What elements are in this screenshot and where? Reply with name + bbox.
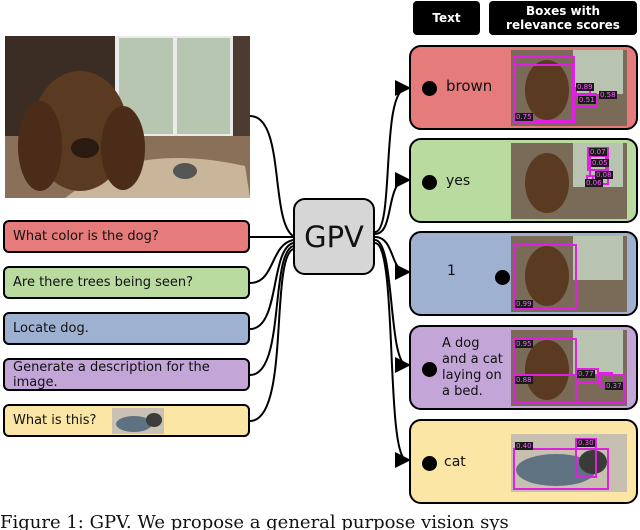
arrow-gpv-to-out3 bbox=[374, 236, 411, 280]
arrow-prompt2-to-gpv bbox=[249, 239, 294, 284]
arrow-gpv-to-out1 bbox=[374, 80, 411, 233]
relevance-score: 0.05 bbox=[591, 159, 609, 167]
prompt-color-question: What color is the dog? bbox=[3, 220, 250, 253]
prompt-text: Generate a description for the image. bbox=[13, 359, 210, 390]
star-icon bbox=[422, 362, 437, 377]
thumbnail-image bbox=[511, 236, 627, 312]
relevance-score: 0.06 bbox=[585, 179, 603, 187]
arrow-gpv-to-out5 bbox=[374, 242, 411, 468]
relevance-score: 0.37 bbox=[605, 382, 623, 390]
output-thumbnail: 0.75 0.89 0.58 0.51 bbox=[511, 50, 627, 126]
relevance-score: 0.58 bbox=[599, 91, 617, 99]
input-photo bbox=[5, 36, 250, 198]
gpv-model-box: GPV bbox=[293, 198, 375, 275]
thumbnail-image bbox=[511, 143, 627, 219]
boxes-header-line2: relevance scores bbox=[506, 18, 620, 32]
relevance-score: 0.89 bbox=[576, 83, 594, 91]
answer-text: yes bbox=[446, 173, 471, 189]
text-column-header-label: Text bbox=[432, 11, 461, 25]
answer-line: laying on bbox=[442, 368, 502, 383]
answer-text: 1 bbox=[447, 263, 456, 279]
arrow-gpv-to-out4 bbox=[374, 239, 411, 373]
star-icon bbox=[422, 456, 437, 471]
answer-text: cat bbox=[444, 454, 466, 470]
relevance-score: 0.75 bbox=[515, 113, 533, 121]
answer-line: and a cat bbox=[442, 352, 503, 367]
arrow-prompt4-to-gpv bbox=[249, 245, 294, 376]
prompt-generate-description: Generate a description for the image. bbox=[3, 358, 250, 391]
star-icon bbox=[495, 270, 510, 285]
output-panel-trees: yes 0.07 0.05 0.08 0.06 bbox=[409, 138, 638, 223]
text-column-header: Text bbox=[413, 1, 480, 35]
boxes-header-line1: Boxes with bbox=[525, 4, 601, 18]
output-thumbnail: 0.99 bbox=[511, 236, 627, 312]
answer-line: A dog bbox=[442, 336, 480, 351]
relevance-score: 0.30 bbox=[577, 439, 595, 447]
bbox bbox=[575, 368, 599, 384]
relevance-score: 0.07 bbox=[589, 148, 607, 156]
answer-line: a bed. bbox=[442, 384, 483, 399]
arrow-prompt3-to-gpv bbox=[249, 242, 294, 330]
relevance-score: 0.40 bbox=[515, 442, 533, 450]
prompt-text: Locate dog. bbox=[13, 321, 89, 336]
thumbnail-image bbox=[511, 50, 627, 126]
arrow-image-to-gpv bbox=[249, 115, 294, 237]
prompt-trees-question: Are there trees being seen? bbox=[3, 266, 250, 299]
output-panel-description: A dog and a cat laying on a bed. 0.95 0.… bbox=[409, 325, 638, 410]
input-photo-illustration bbox=[5, 36, 250, 198]
relevance-score: 0.99 bbox=[515, 300, 533, 308]
prompt-locate-dog: Locate dog. bbox=[3, 312, 250, 345]
answer-text: brown bbox=[446, 77, 493, 95]
output-panel-locate: 1 0.99 bbox=[409, 231, 638, 316]
output-panel-color: brown 0.75 0.89 0.58 0.51 bbox=[409, 45, 638, 130]
relevance-score: 0.51 bbox=[578, 96, 596, 104]
star-icon bbox=[422, 175, 437, 190]
star-icon bbox=[422, 81, 437, 96]
output-panel-what-is-this: cat 0.40 0.30 bbox=[409, 419, 638, 504]
relevance-score: 0.95 bbox=[515, 340, 533, 348]
prompt-text: What is this? bbox=[13, 413, 97, 428]
output-thumbnail: 0.40 0.30 bbox=[511, 434, 627, 492]
bbox bbox=[513, 244, 577, 310]
arrow-prompt5-to-gpv bbox=[249, 248, 294, 422]
arrow-gpv-to-out2 bbox=[374, 172, 411, 235]
boxes-column-header: Boxes with relevance scores bbox=[489, 1, 637, 35]
prompt-thumbnail bbox=[112, 407, 165, 434]
answer-text: A dog and a cat laying on a bed. bbox=[442, 336, 503, 400]
prompt-text: What color is the dog? bbox=[13, 229, 159, 244]
prompt-text: Are there trees being seen? bbox=[13, 275, 194, 290]
relevance-score: 0.77 bbox=[577, 370, 595, 378]
bbox bbox=[573, 93, 597, 107]
gpv-label: GPV bbox=[304, 219, 364, 254]
relevance-score: 0.88 bbox=[515, 376, 533, 384]
relevance-score: 0.08 bbox=[595, 171, 613, 179]
output-thumbnail: 0.07 0.05 0.08 0.06 bbox=[511, 143, 627, 219]
output-thumbnail: 0.95 0.88 0.77 0.37 bbox=[511, 330, 627, 406]
bbox bbox=[513, 374, 625, 404]
bbox bbox=[513, 448, 609, 490]
prompt-what-is-this: What is this? bbox=[3, 404, 250, 437]
figure-caption: Figure 1: GPV. We propose a general purp… bbox=[0, 512, 509, 530]
